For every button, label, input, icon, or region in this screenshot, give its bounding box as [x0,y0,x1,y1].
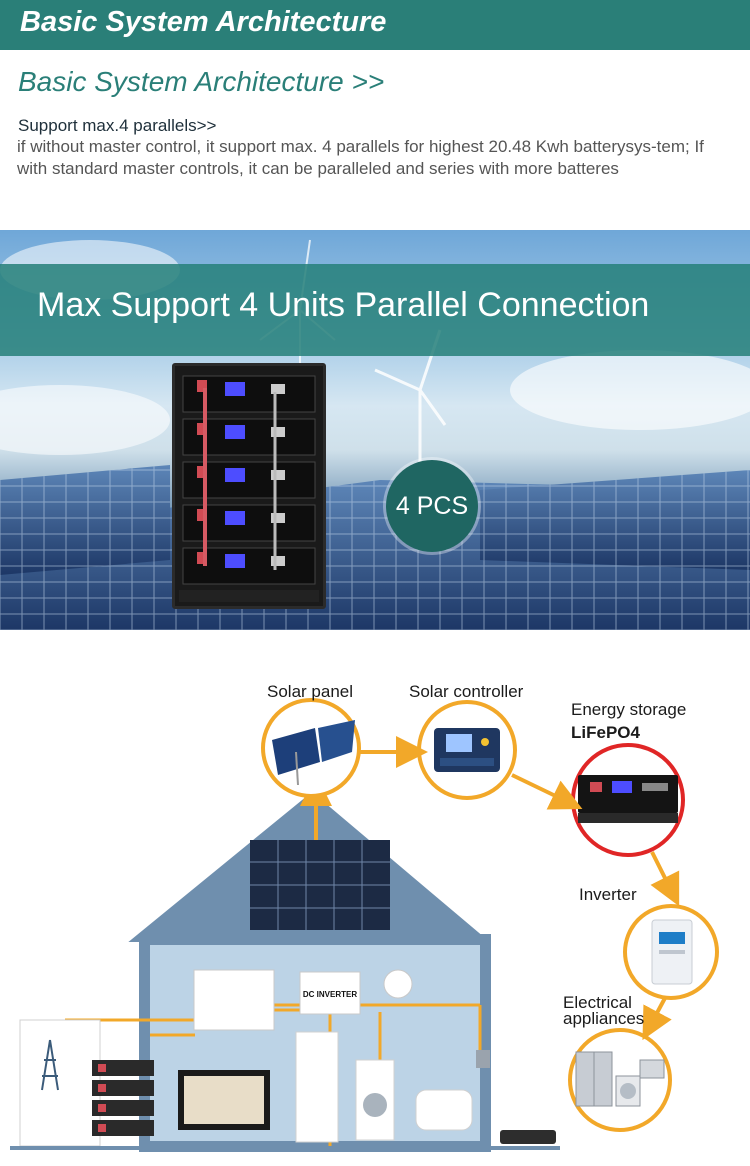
dc-inverter-label: DC INVERTER [303,990,357,999]
system-diagram-svg: DC INVERTER [10,698,719,1152]
battery-rack-icon [179,375,319,602]
appliances-icon [575,1051,665,1107]
arrow-down [650,851,680,907]
header-bar: Basic System Architecture [0,0,750,50]
header-title: Basic System Architecture [20,6,387,38]
inverter-label: Inverter [579,885,637,904]
socket-icon [476,1050,490,1068]
lifepo4-label: LiFePO4 [571,723,640,742]
battery-module [182,375,316,413]
tv-screen [184,1076,264,1124]
smoke-detector-icon [383,969,413,999]
power-tower-icon [41,1039,59,1091]
energy-storage-icon [578,775,678,823]
system-diagram: DC INVERTER Solar panel Solar controller… [0,640,750,1166]
arrow-down-left [642,997,672,1041]
intro-title: Support max.4 parallels>> [18,116,217,135]
battery-module [182,461,316,499]
pcs-badge: 4 PCS [386,460,478,552]
appliances-label-line2: appliances [563,1009,645,1028]
intro-body: if without master control, it support ma… [17,137,704,178]
washer-door [363,1093,387,1117]
inverter-icon [651,919,693,985]
dc-inverter-box [299,971,361,1015]
appliances-label-line1: Electrical [563,993,632,1012]
fridge-icon [295,1031,339,1143]
solar-panel-right-grid [480,470,750,570]
banner-band [0,264,750,356]
energy-storage-label: Energy storage [571,700,687,719]
solar-controller-icon [434,728,500,772]
battery-module [182,547,316,585]
solar-panel-label: Solar panel [267,682,354,701]
parallel-banner: Max Support 4 Units Parallel Connection [0,230,750,630]
battery-cabinet [172,363,326,609]
router-icon [500,1130,556,1144]
arrow-diagonal [511,773,583,810]
battery-stack-icon [92,1060,154,1136]
solar-controller-label: Solar controller [409,682,524,701]
banner-title: Max Support 4 Units Parallel Connection [37,286,650,324]
cloud [510,350,750,430]
battery-module [182,504,316,542]
grid-meter-box [19,1019,101,1147]
section-title: Basic System Architecture >> [18,66,385,97]
hybrid-inverter-icon [193,969,275,1031]
battery-module [182,418,316,456]
roof-solar-panel-icon [250,840,390,930]
sofa-icon [415,1089,473,1131]
solar-panel-icon [272,720,355,786]
cloud [0,385,170,455]
solar-panel-left-grid [0,465,170,575]
